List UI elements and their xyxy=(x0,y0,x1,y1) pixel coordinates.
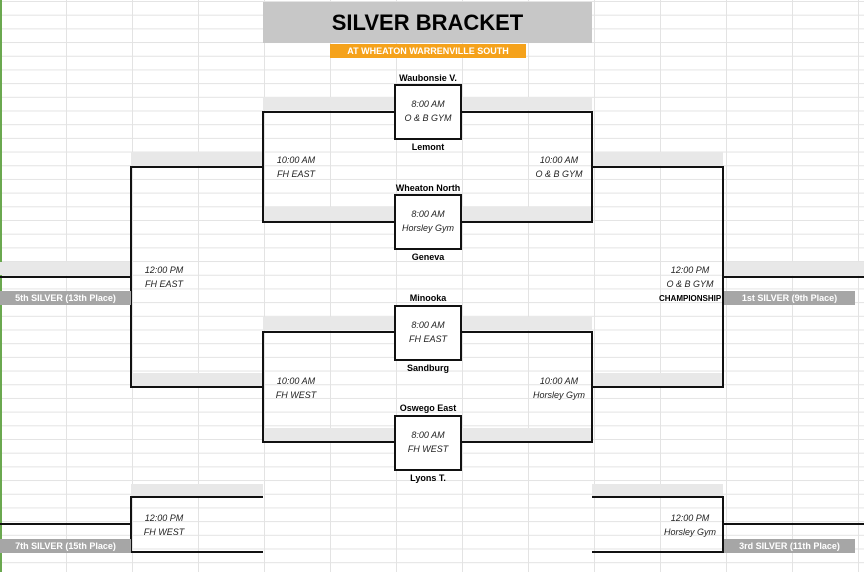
bracket-line xyxy=(0,276,131,278)
team-sandburg[interactable]: Sandburg xyxy=(407,363,449,373)
game-site: FH WEST xyxy=(143,527,185,537)
game-time: 10:00 AM xyxy=(539,155,579,165)
game-box-r1-g3[interactable]: 8:00 AM FH EAST xyxy=(394,305,462,361)
game-site: FH EAST xyxy=(408,334,447,344)
band xyxy=(723,262,864,275)
game-site: O & B GYM xyxy=(666,279,714,289)
game-site: Horsley Gym xyxy=(532,390,585,400)
championship-label: CHAMPIONSHIP xyxy=(659,294,722,303)
placement-first: 1st SILVER (9th Place) xyxy=(724,291,855,305)
bracket-line xyxy=(461,331,592,333)
bracket-line xyxy=(461,441,592,443)
game-time: 8:00 AM xyxy=(411,430,445,440)
game-time: 10:00 AM xyxy=(276,376,316,386)
bracket-line xyxy=(130,496,132,553)
bracket-line xyxy=(723,276,864,278)
game-site: O & B GYM xyxy=(404,113,452,123)
team-wheaton-north[interactable]: Wheaton North xyxy=(395,183,461,193)
placement-seventh: 7th SILVER (15th Place) xyxy=(0,539,131,553)
bracket-line xyxy=(262,221,395,223)
band xyxy=(131,484,263,497)
game-site: FH WEST xyxy=(275,390,317,400)
bracket-line xyxy=(592,496,723,498)
bracket-line xyxy=(262,331,395,333)
game-time: 8:00 AM xyxy=(411,99,445,109)
band xyxy=(131,373,263,386)
game-time: 10:00 AM xyxy=(539,376,579,386)
bracket-line xyxy=(131,551,263,553)
game-site: FH EAST xyxy=(144,279,183,289)
band xyxy=(461,207,592,220)
band xyxy=(592,152,723,165)
band xyxy=(592,484,723,497)
band xyxy=(131,152,263,165)
game-box-r1-g4[interactable]: 8:00 AM FH WEST xyxy=(394,415,462,471)
team-waubonsie[interactable]: Waubonsie V. xyxy=(399,73,457,83)
game-box-r1-g1[interactable]: 8:00 AM O & B GYM xyxy=(394,84,462,140)
team-minooka[interactable]: Minooka xyxy=(409,293,447,303)
game-third-place[interactable]: 12:00 PM Horsley Gym xyxy=(657,511,723,539)
bracket-line xyxy=(723,523,864,525)
game-site: O & B GYM xyxy=(535,169,583,179)
bracket-line xyxy=(262,441,395,443)
bracket-line xyxy=(262,111,395,113)
game-time: 10:00 AM xyxy=(276,155,316,165)
bracket-line xyxy=(0,523,131,525)
team-geneva[interactable]: Geneva xyxy=(411,252,445,262)
game-site: Horsley Gym xyxy=(663,527,716,537)
bracket-line xyxy=(592,551,723,553)
game-right-semi-bottom[interactable]: 10:00 AM Horsley Gym xyxy=(526,374,592,402)
game-seventh-place[interactable]: 12:00 PM FH WEST xyxy=(131,511,197,539)
game-time: 8:00 AM xyxy=(411,320,445,330)
game-time: 12:00 PM xyxy=(144,265,184,275)
bracket-line xyxy=(262,111,264,223)
bracket-line xyxy=(131,496,263,498)
bracket-line xyxy=(461,221,592,223)
game-time: 12:00 PM xyxy=(144,513,184,523)
band xyxy=(461,317,592,330)
team-lyons[interactable]: Lyons T. xyxy=(410,473,446,483)
game-site: Horsley Gym xyxy=(401,223,454,233)
sheet-left-edge xyxy=(0,0,2,572)
bracket-title: SILVER BRACKET xyxy=(263,2,592,43)
game-time: 8:00 AM xyxy=(411,209,445,219)
band xyxy=(263,97,395,110)
placement-third: 3rd SILVER (11th Place) xyxy=(724,539,855,553)
game-site: FH WEST xyxy=(407,444,449,454)
game-fifth-place[interactable]: 12:00 PM FH EAST xyxy=(131,263,197,291)
band xyxy=(592,373,723,386)
bracket-line xyxy=(262,331,264,443)
band xyxy=(263,428,395,441)
game-right-semi-top[interactable]: 10:00 AM O & B GYM xyxy=(526,153,592,181)
bracket-line xyxy=(592,386,723,388)
band xyxy=(263,317,395,330)
team-oswego-east[interactable]: Oswego East xyxy=(399,403,457,413)
team-lemont[interactable]: Lemont xyxy=(411,142,445,152)
band xyxy=(461,97,592,110)
game-time: 12:00 PM xyxy=(670,513,710,523)
game-site: FH EAST xyxy=(276,169,315,179)
bracket-line xyxy=(131,386,263,388)
band xyxy=(461,428,592,441)
band xyxy=(263,207,395,220)
bracket-line xyxy=(592,166,723,168)
game-box-r1-g2[interactable]: 8:00 AM Horsley Gym xyxy=(394,194,462,250)
venue-subtitle: AT WHEATON WARRENVILLE SOUTH xyxy=(330,44,526,58)
game-left-semi-bottom[interactable]: 10:00 AM FH WEST xyxy=(263,374,329,402)
bracket-line xyxy=(461,111,592,113)
band xyxy=(0,262,131,275)
placement-fifth: 5th SILVER (13th Place) xyxy=(0,291,131,305)
game-left-semi-top[interactable]: 10:00 AM FH EAST xyxy=(263,153,329,181)
bracket-line xyxy=(131,166,263,168)
game-championship[interactable]: 12:00 PM O & B GYM xyxy=(657,263,723,291)
game-time: 12:00 PM xyxy=(670,265,710,275)
bracket-line xyxy=(130,166,132,388)
